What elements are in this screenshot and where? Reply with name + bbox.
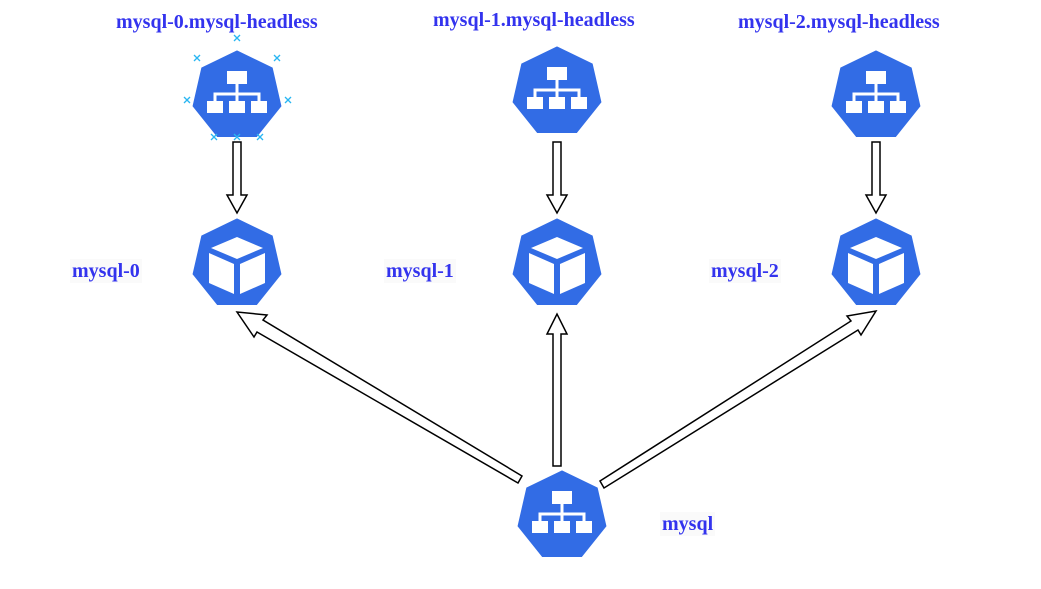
headless-service-0-label: mysql-0.mysql-headless [116,11,318,33]
arrow-headless-2-to-pod-2 [864,141,888,215]
pod-1-label: mysql-1 [384,259,456,283]
arrow-headless-0-to-pod-0 [225,141,249,215]
pod-2-icon[interactable] [828,215,924,308]
pod-2-label: mysql-2 [709,259,781,283]
service-mysql-label: mysql [660,512,716,536]
service-mysql-icon[interactable] [514,467,610,560]
headless-service-0-icon[interactable] [189,47,285,140]
selection-handles[interactable] [183,34,292,141]
headless-service-2-label: mysql-2.mysql-headless [738,11,940,33]
arrow-service-to-pod-2 [598,309,878,490]
headless-service-2-icon[interactable] [828,47,924,140]
arrow-service-to-pod-1 [545,312,569,467]
headless-service-1-label: mysql-1.mysql-headless [433,9,635,31]
arrow-service-to-pod-0 [235,311,524,485]
pod-0-icon[interactable] [189,215,285,308]
headless-service-1-icon[interactable] [509,43,605,136]
pod-0-label: mysql-0 [70,259,142,283]
pod-1-icon[interactable] [509,215,605,308]
arrow-headless-1-to-pod-1 [545,141,569,215]
